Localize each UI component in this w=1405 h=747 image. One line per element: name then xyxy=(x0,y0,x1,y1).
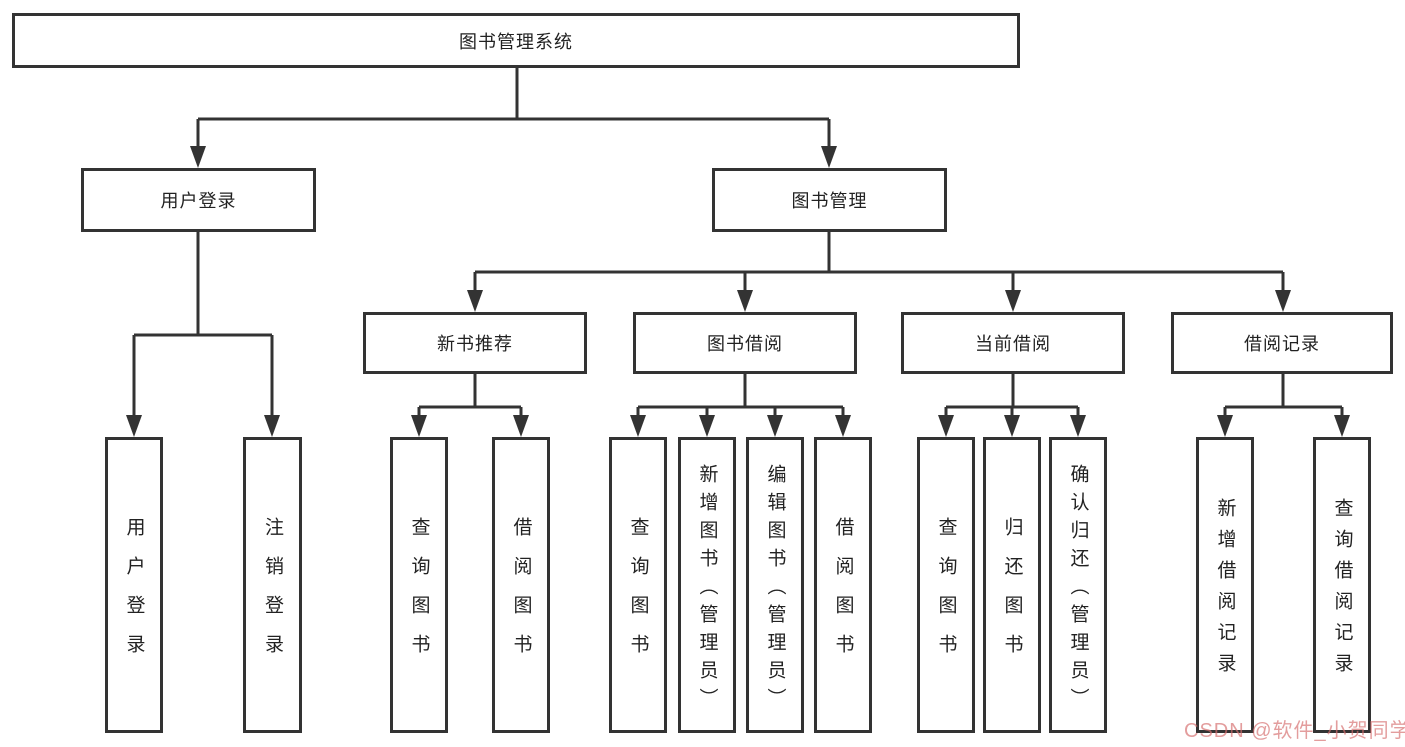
node-label: 借阅图书 xyxy=(510,517,532,673)
connector-root-to-level2 xyxy=(196,68,831,147)
node-label: 编辑图书（管理员） xyxy=(764,463,786,716)
connector-borrowing-to-leaves xyxy=(636,374,845,416)
node-label: 新增图书（管理员） xyxy=(696,463,718,716)
leaf-edit-book-admin: 编辑图书（管理员） xyxy=(746,437,804,733)
leaf-confirm-return-admin: 确认归还（管理员） xyxy=(1049,437,1107,733)
connector-bookmgmt-to-level3 xyxy=(473,232,1285,291)
node-label: 归还图书 xyxy=(1001,517,1023,673)
leaf-query-books-current: 查询图书 xyxy=(917,437,975,733)
leaf-query-borrow-record: 查询借阅记录 xyxy=(1313,437,1371,733)
node-label: 查询图书 xyxy=(627,517,649,673)
node-new-book-recommend: 新书推荐 xyxy=(363,312,587,374)
node-library-management-system: 图书管理系统 xyxy=(12,13,1020,68)
node-label: 当前借阅 xyxy=(975,334,1051,354)
node-label: 图书管理系统 xyxy=(459,31,573,52)
node-label: 用户登录 xyxy=(123,517,145,673)
node-label: 确认归还（管理员） xyxy=(1067,463,1089,716)
leaf-add-book-admin: 新增图书（管理员） xyxy=(678,437,736,733)
leaf-user-login: 用户登录 xyxy=(105,437,163,733)
leaf-borrow-books-recommend: 借阅图书 xyxy=(492,437,550,733)
connector-records-to-leaves xyxy=(1223,374,1344,416)
connector-current-to-leaves xyxy=(944,374,1080,416)
node-borrowing-records: 借阅记录 xyxy=(1171,312,1393,374)
arrowheads xyxy=(126,146,1350,437)
connector-userlogin-to-leaves xyxy=(132,232,274,416)
node-label: 图书借阅 xyxy=(707,334,783,354)
leaf-add-borrow-record: 新增借阅记录 xyxy=(1196,437,1254,733)
node-current-borrowing: 当前借阅 xyxy=(901,312,1125,374)
node-label: 新书推荐 xyxy=(437,334,513,354)
node-label: 新增借阅记录 xyxy=(1214,498,1236,684)
node-user-login: 用户登录 xyxy=(81,168,316,232)
node-label: 查询借阅记录 xyxy=(1331,498,1353,684)
connector-recommend-to-leaves xyxy=(417,374,523,416)
leaf-query-books-recommend: 查询图书 xyxy=(390,437,448,733)
node-book-management: 图书管理 xyxy=(712,168,947,232)
node-label: 用户登录 xyxy=(160,191,237,211)
node-label: 查询图书 xyxy=(935,517,957,673)
leaf-return-books: 归还图书 xyxy=(983,437,1041,733)
node-label: 借阅图书 xyxy=(832,517,854,673)
node-book-borrowing: 图书借阅 xyxy=(633,312,857,374)
node-label: 借阅记录 xyxy=(1244,334,1320,354)
csdn-watermark: CSDN @软件_小贺同学 xyxy=(1184,720,1405,742)
leaf-query-books-borrowing: 查询图书 xyxy=(609,437,667,733)
node-label: 查询图书 xyxy=(408,517,430,673)
leaf-logout: 注销登录 xyxy=(243,437,302,733)
leaf-borrow-books-borrowing: 借阅图书 xyxy=(814,437,872,733)
node-label: 注销登录 xyxy=(262,517,283,673)
node-label: 图书管理 xyxy=(791,191,868,211)
